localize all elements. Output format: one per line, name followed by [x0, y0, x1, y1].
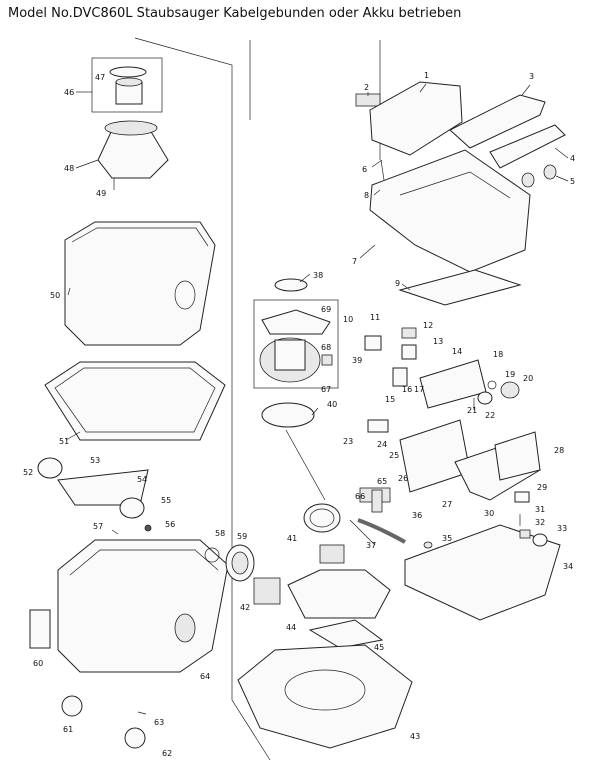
callout-20: 20 — [523, 374, 533, 383]
callout-labels: 1 2 3 4 5 6 7 8 9 10 11 12 13 14 15 16 1… — [23, 71, 575, 758]
gasket-part — [44, 361, 226, 441]
filter-holder-part — [97, 120, 169, 190]
filter-kit-group — [91, 57, 163, 113]
callout-14: 14 — [452, 347, 462, 356]
lower-body-part — [57, 539, 229, 673]
callout-35: 35 — [442, 534, 452, 543]
callout-32: 32 — [535, 518, 545, 527]
callout-31: 31 — [535, 505, 545, 514]
casters-parts — [29, 609, 147, 749]
callout-25: 25 — [389, 451, 399, 460]
callout-37: 37 — [366, 541, 376, 550]
callout-24: 24 — [377, 440, 387, 449]
callout-27: 27 — [442, 500, 452, 509]
callout-68: 68 — [321, 343, 331, 352]
callout-47: 47 — [95, 73, 105, 82]
chassis-parts — [303, 489, 561, 621]
top-cover-parts — [355, 81, 566, 188]
electrical-parts — [359, 327, 541, 503]
callout-52: 52 — [23, 468, 33, 477]
callout-54: 54 — [137, 475, 147, 484]
callout-18: 18 — [493, 350, 503, 359]
callout-4: 4 — [570, 154, 575, 163]
callout-61: 61 — [63, 725, 73, 734]
callout-58: 58 — [215, 529, 225, 538]
inlet-parts — [37, 457, 152, 535]
callout-8: 8 — [364, 191, 369, 200]
callout-15: 15 — [385, 395, 395, 404]
outlet-parts — [204, 544, 255, 582]
housing-parts — [369, 149, 531, 306]
callout-67: 67 — [321, 385, 331, 394]
callout-5: 5 — [570, 177, 575, 186]
callout-34: 34 — [563, 562, 573, 571]
tank-part — [64, 221, 216, 346]
callout-64: 64 — [200, 672, 210, 681]
callout-38: 38 — [313, 271, 323, 280]
callout-33: 33 — [557, 524, 567, 533]
callout-leader-lines — [65, 83, 569, 441]
callout-56: 56 — [165, 520, 175, 529]
callout-66: 66 — [355, 492, 365, 501]
callout-46: 46 — [64, 88, 74, 97]
callout-9: 9 — [395, 279, 400, 288]
callout-28: 28 — [554, 446, 564, 455]
callout-48: 48 — [64, 164, 74, 173]
callout-23: 23 — [343, 437, 353, 446]
callout-36: 36 — [412, 511, 422, 520]
callout-69: 69 — [321, 305, 331, 314]
callout-59: 59 — [237, 532, 247, 541]
callout-39: 39 — [352, 356, 362, 365]
callout-17: 17 — [414, 385, 424, 394]
callout-62: 62 — [162, 749, 172, 758]
callout-63: 63 — [154, 718, 164, 727]
callout-65: 65 — [377, 477, 387, 486]
callout-42: 42 — [240, 603, 250, 612]
base-parts — [237, 544, 413, 749]
callout-53: 53 — [90, 456, 100, 465]
callout-41: 41 — [287, 534, 297, 543]
callout-11: 11 — [370, 313, 380, 322]
callout-43: 43 — [410, 732, 420, 741]
callout-57: 57 — [93, 522, 103, 531]
callout-1: 1 — [424, 71, 429, 80]
callout-51: 51 — [59, 437, 69, 446]
callout-10: 10 — [343, 315, 353, 324]
callout-44: 44 — [286, 623, 296, 632]
diagram-title: Model No.DVC860L Staubsauger Kabelgebund… — [8, 6, 462, 21]
callout-49: 49 — [96, 189, 106, 198]
callout-16: 16 — [402, 385, 412, 394]
callout-30: 30 — [484, 509, 494, 518]
callout-60: 60 — [33, 659, 43, 668]
callout-13: 13 — [433, 337, 443, 346]
callout-40: 40 — [327, 400, 337, 409]
callout-3: 3 — [529, 72, 534, 81]
callout-45: 45 — [374, 643, 384, 652]
callout-12: 12 — [423, 321, 433, 330]
callout-29: 29 — [537, 483, 547, 492]
callout-21: 21 — [467, 406, 477, 415]
callout-22: 22 — [485, 411, 495, 420]
callout-2: 2 — [364, 83, 369, 92]
callout-55: 55 — [161, 496, 171, 505]
callout-6: 6 — [362, 165, 367, 174]
motor-assembly — [253, 278, 339, 428]
callout-26: 26 — [398, 474, 408, 483]
callout-50: 50 — [50, 291, 60, 300]
callout-7: 7 — [352, 257, 357, 266]
callout-19: 19 — [505, 370, 515, 379]
